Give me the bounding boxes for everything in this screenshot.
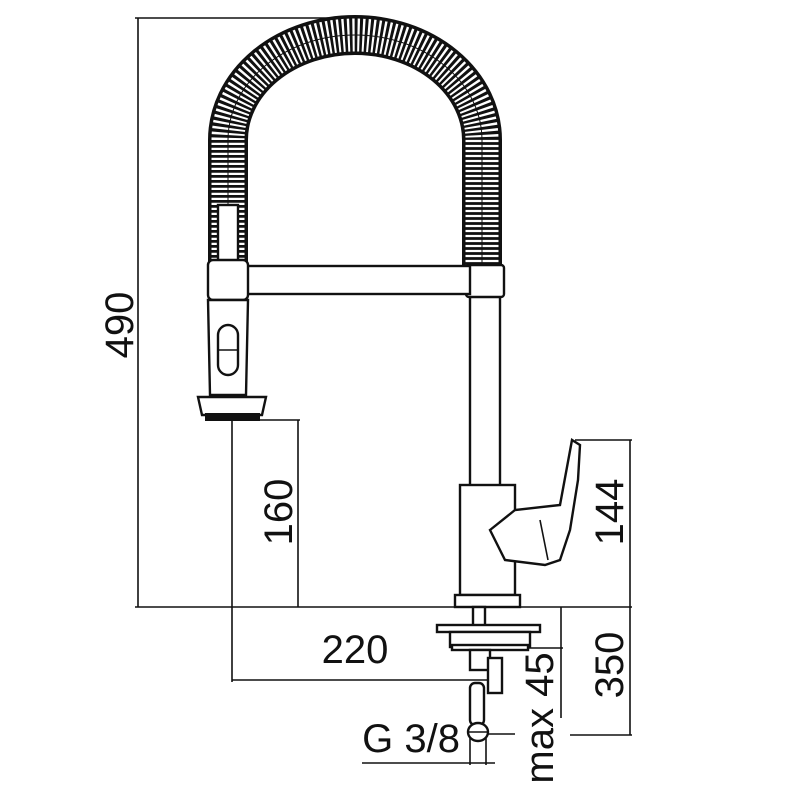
dim-connection: G 3/8 [362, 717, 460, 761]
dim-total-height: 490 [98, 292, 142, 359]
lever-handle [488, 438, 582, 567]
dim-hose-length: 350 [588, 632, 632, 699]
dim-spout-reach: 220 [322, 628, 389, 672]
faucet-body [236, 263, 522, 609]
mounting-fittings [435, 605, 542, 743]
dim-handle-height: 144 [588, 479, 632, 546]
dim-spout-height: 160 [257, 479, 301, 546]
spray-head [196, 203, 268, 421]
spring-hose [208, 15, 502, 270]
dim-max-thickness: max 45 [518, 652, 562, 783]
